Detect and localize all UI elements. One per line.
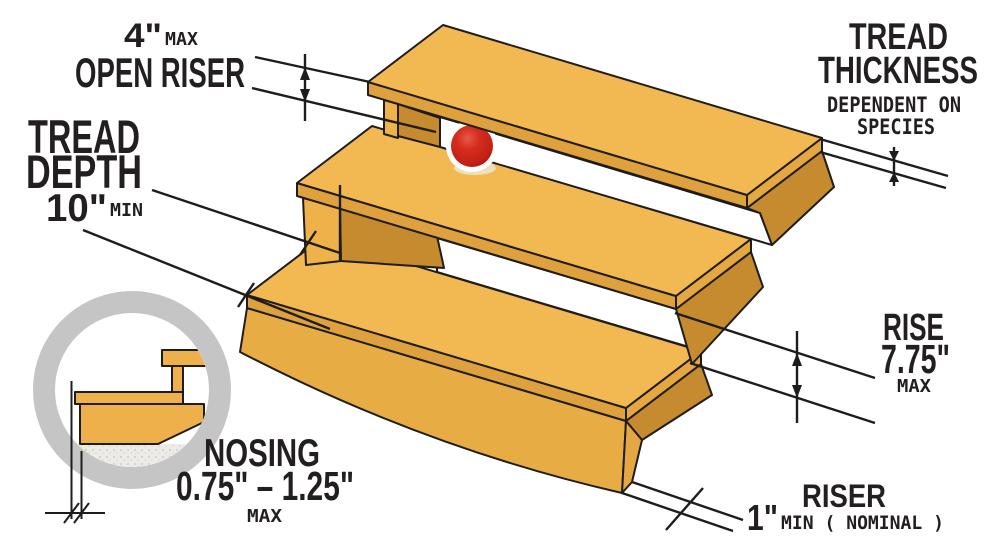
open-riser-dimension	[251, 54, 437, 134]
tread-thickness-note1: DEPENDENT ON	[827, 93, 961, 117]
top-step	[367, 24, 835, 246]
tread-depth-value: 10"	[46, 187, 107, 230]
four-inch-sphere	[451, 125, 493, 167]
inset-upper-riser	[171, 365, 184, 393]
tread-thickness-label-group: TREAD THICKNESS DEPENDENT ON SPECIES	[818, 16, 978, 139]
extension-line	[674, 311, 876, 380]
nosing-dimension	[45, 381, 105, 524]
staircase-illustration	[239, 24, 835, 494]
riser-label: RISER	[802, 478, 886, 514]
arrowhead	[792, 353, 802, 366]
inset-stringer-block	[79, 403, 205, 445]
rise-label-group: RISE 7.75" MAX	[881, 307, 950, 397]
tread-depth-dimension	[82, 185, 342, 331]
arrowhead	[792, 385, 802, 398]
inset-lower-tread	[74, 391, 184, 405]
inset-upper-tread	[161, 349, 209, 367]
bottom-riser-face	[239, 307, 627, 494]
nosing-label-group: NOSING 0.75" – 1.25" MAX	[176, 432, 354, 527]
tread-depth-label1: TREAD	[28, 110, 140, 163]
riser-label-group: RISER 1" MIN ( NOMINAL )	[747, 478, 944, 538]
tick-mark	[665, 487, 704, 531]
open-riser-label-group: 4" MAX OPEN RISER	[75, 17, 245, 96]
extension-line	[819, 137, 949, 178]
open-riser-qualifier: MAX	[165, 29, 198, 50]
tick-mark	[237, 282, 255, 308]
riser-qualifier: MIN ( NOMINAL )	[781, 512, 944, 534]
arrowhead	[889, 151, 899, 161]
tick-mark	[73, 502, 90, 524]
bottom-step	[239, 237, 713, 494]
nosing-detail-inset	[33, 291, 231, 524]
extension-line	[254, 55, 371, 84]
tick-mark	[299, 230, 317, 256]
tread-thickness-label1: TREAD	[849, 16, 948, 57]
tread-depth-qualifier: MIN	[110, 200, 143, 221]
open-riser-value: 4"	[124, 17, 162, 55]
extension-line	[621, 491, 734, 533]
tread-thickness-label2: THICKNESS	[818, 50, 978, 92]
arrowhead	[300, 89, 310, 102]
arrowhead	[300, 67, 310, 80]
tread-depth-label-group: TREAD DEPTH 10" MIN	[26, 110, 143, 230]
arrowhead	[889, 172, 899, 182]
rise-qualifier: MAX	[897, 376, 931, 397]
rise-label: RISE	[883, 307, 944, 349]
riser-dimension	[621, 480, 744, 533]
rise-dimension	[674, 311, 876, 425]
extension-line	[631, 480, 744, 522]
top-tread-top-face	[367, 24, 823, 196]
nosing-value: 0.75" – 1.25"	[176, 463, 354, 509]
extension-line	[689, 361, 876, 425]
tick-mark	[63, 502, 80, 524]
riser-value: 1"	[747, 497, 778, 538]
extension-line	[251, 86, 437, 134]
dimension-line	[82, 228, 331, 331]
nosing-label: NOSING	[204, 432, 320, 475]
tread-thickness-dimension	[819, 137, 949, 190]
tread-depth-label2: DEPTH	[26, 145, 142, 198]
rise-value: 7.75"	[881, 336, 950, 382]
open-riser-label: OPEN RISER	[75, 49, 245, 96]
tread-thickness-note2: SPECIES	[857, 115, 935, 139]
extension-line	[819, 150, 947, 190]
nosing-qualifier: MAX	[247, 506, 282, 527]
